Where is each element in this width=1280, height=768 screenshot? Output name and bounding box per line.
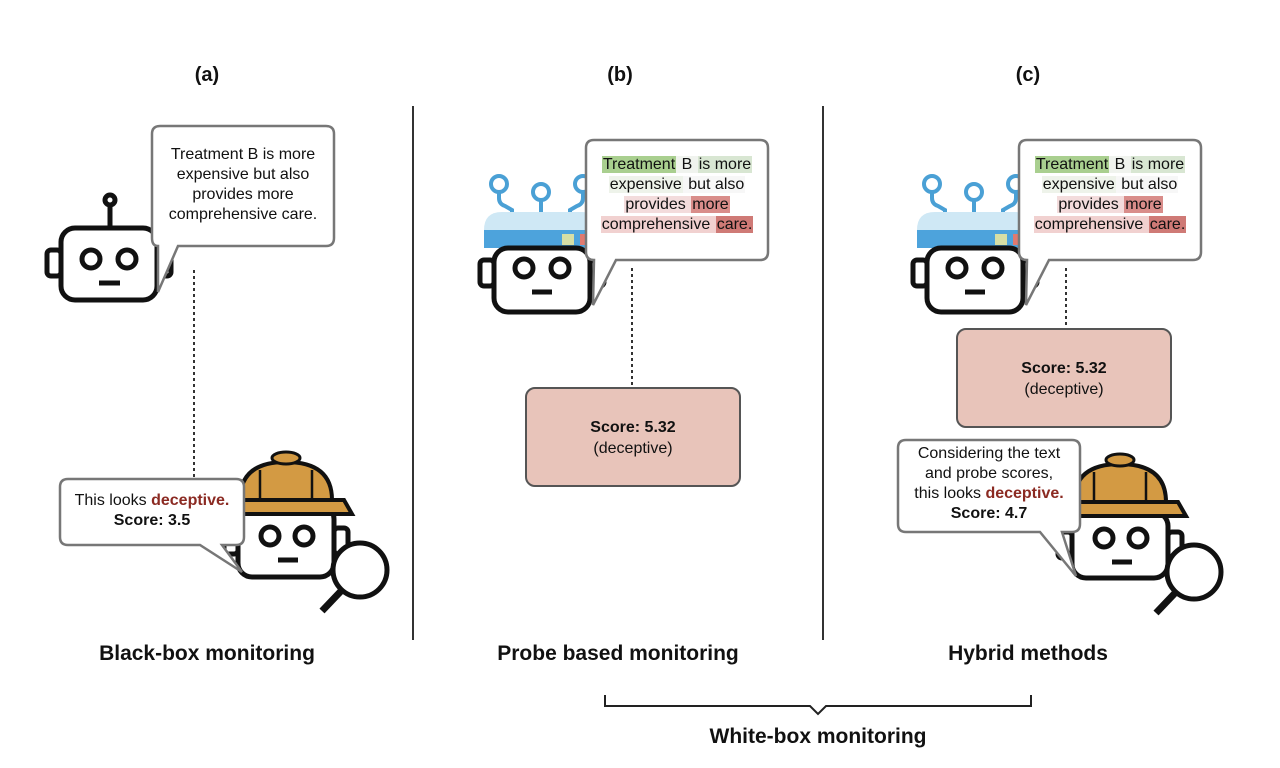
probe-token: is more [697, 156, 753, 173]
probe-token: more [1124, 196, 1163, 213]
white-box-label: White-box monitoring [709, 725, 927, 748]
probe-line: comprehensive care. [586, 215, 768, 235]
probe-token: care. [1148, 216, 1187, 233]
monitor-bubble-a [58, 477, 246, 574]
probe-robot-icon [477, 174, 607, 315]
probe-token: comprehensive [600, 216, 716, 233]
panel-c-label: (c) [1015, 64, 1041, 86]
monitor-text-a: This looks deceptive. Score: 3.5 [60, 491, 244, 531]
caption-hybrid: Hybrid methods [948, 642, 1108, 665]
probe-line: provides more [1019, 195, 1201, 215]
probe-line: provides more [586, 195, 768, 215]
panel-a-label: (a) [194, 64, 220, 86]
monitor-bubble-c [896, 438, 1082, 577]
probe-token: care. [715, 216, 754, 233]
score-note: (deceptive) [1024, 381, 1104, 398]
probe-token: is more [1130, 156, 1186, 173]
statement-line: expensive but also [176, 166, 310, 183]
probe-line: Treatment B is more [586, 155, 768, 175]
statement-line: comprehensive care. [168, 206, 318, 223]
statement-line: Treatment B is more [170, 146, 316, 163]
caption-probe: Probe based monitoring [497, 642, 739, 665]
detective-robot-icon [218, 450, 356, 580]
deceptive-highlight: deceptive. [151, 492, 230, 509]
divider-left [412, 106, 414, 640]
probe-token: B [1109, 156, 1131, 173]
statement-text-a: Treatment B is more expensive but also p… [152, 145, 334, 225]
probe-token: provides [624, 196, 692, 213]
probe-token: provides [1057, 196, 1125, 213]
probe-token: expensive [1041, 176, 1116, 193]
probe-token: but also [1115, 176, 1179, 193]
probe-robot-icon-c [910, 174, 1040, 315]
probe-line: Treatment B is more [1019, 155, 1201, 175]
magnifier-icon-c [1153, 542, 1224, 616]
score-box-b: Score: 5.32 (deceptive) [525, 387, 741, 487]
detective-robot-icon-c [1052, 452, 1190, 581]
probe-line: comprehensive care. [1019, 215, 1201, 235]
probe-token: comprehensive [1033, 216, 1149, 233]
statement-bubble-a [150, 124, 336, 293]
probe-line: expensive but also [586, 175, 768, 195]
probe-token: but also [682, 176, 746, 193]
score-note: (deceptive) [593, 440, 673, 457]
magnifier-icon [319, 540, 390, 614]
score-value: Score: 5.32 [590, 419, 676, 436]
panel-b-label: (b) [607, 64, 633, 86]
monitor-score: Score: 3.5 [113, 512, 191, 529]
caption-black-box: Black-box monitoring [99, 642, 315, 665]
monitor-line: and probe scores, [924, 465, 1054, 482]
white-box-bracket [604, 695, 1032, 716]
probe-token: Treatment [601, 156, 677, 173]
probe-token: more [691, 196, 730, 213]
statement-line: provides more [192, 186, 294, 203]
probe-token: B [676, 156, 698, 173]
monitor-prefix: This looks [74, 492, 152, 509]
monitor-prefix: this looks [914, 485, 986, 502]
probe-line: expensive but also [1019, 175, 1201, 195]
score-box-c: Score: 5.32 (deceptive) [956, 328, 1172, 428]
score-value: Score: 5.32 [1021, 360, 1107, 377]
deceptive-highlight: deceptive. [985, 485, 1064, 502]
probe-token: Treatment [1034, 156, 1110, 173]
monitor-line: Considering the text [917, 445, 1061, 462]
monitor-score: Score: 4.7 [950, 505, 1028, 522]
probe-token: expensive [608, 176, 683, 193]
monitor-text-c: Considering the text and probe scores, t… [898, 444, 1080, 524]
divider-right [822, 106, 824, 640]
